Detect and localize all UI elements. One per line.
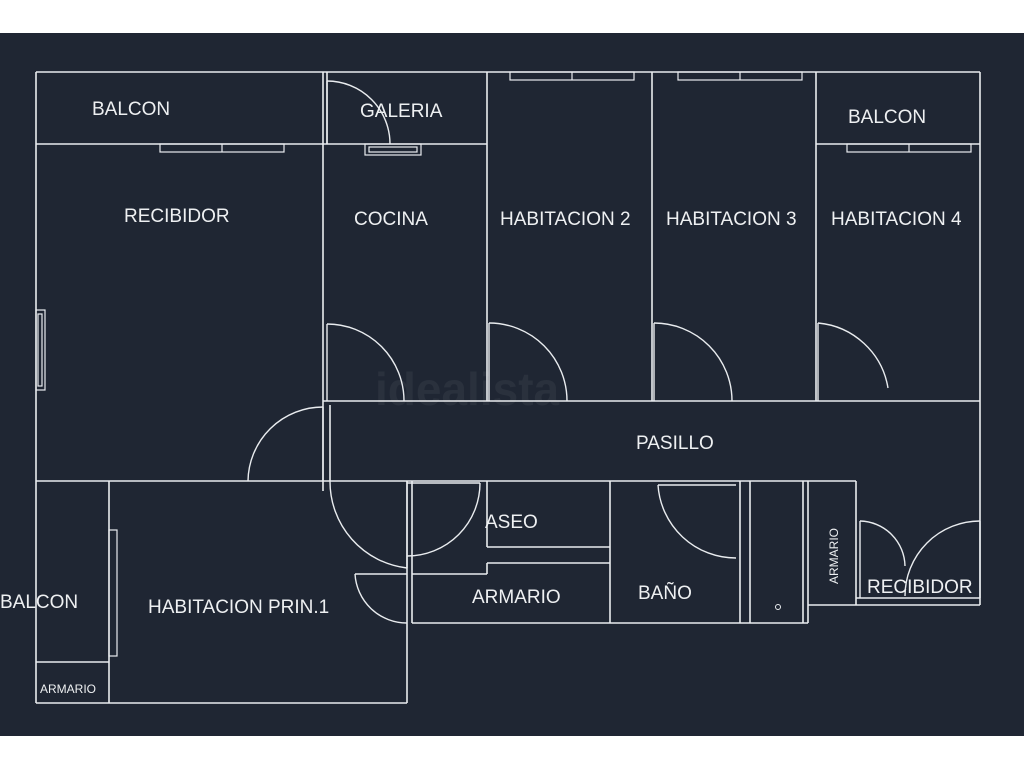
room-label-galeria: GALERIA: [360, 101, 443, 122]
room-label-cocina: COCINA: [354, 209, 428, 230]
watermark: idealista: [375, 363, 560, 415]
room-label-balcon-left: BALCON: [0, 592, 78, 613]
windows: [35, 71, 972, 657]
room-label-habitacion-3: HABITACION 3: [666, 209, 797, 230]
room-label-pasillo: PASILLO: [636, 433, 714, 454]
room-label-habitacion-2: HABITACION 2: [500, 209, 631, 230]
room-label-armario-center: ARMARIO: [472, 587, 561, 608]
room-label-habitacion-4: HABITACION 4: [831, 209, 962, 230]
room-label-bano: BAÑO: [638, 582, 692, 604]
room-label-recibidor-small: RECIBIDOR: [867, 577, 973, 598]
room-label-balcon-top-left: BALCON: [92, 99, 170, 120]
room-label-armario-vertical: ARMARIO: [827, 528, 841, 584]
room-label-balcon-top-right: BALCON: [848, 107, 926, 128]
plan-background: [0, 33, 1024, 736]
floor-plan-drawing: idealista: [0, 33, 1024, 736]
room-label-armario-small: ARMARIO: [40, 682, 96, 696]
room-label-recibidor: RECIBIDOR: [124, 206, 230, 227]
doors: [247, 80, 981, 624]
floor-plan: idealista: [0, 33, 1024, 736]
room-label-habitacion-principal: HABITACION PRIN.1: [148, 597, 329, 618]
drain-marker: [775, 604, 781, 610]
room-labels: BALCON GALERIA BALCON RECIBIDOR COCINA H…: [0, 99, 973, 696]
room-label-aseo: ASEO: [485, 512, 538, 533]
